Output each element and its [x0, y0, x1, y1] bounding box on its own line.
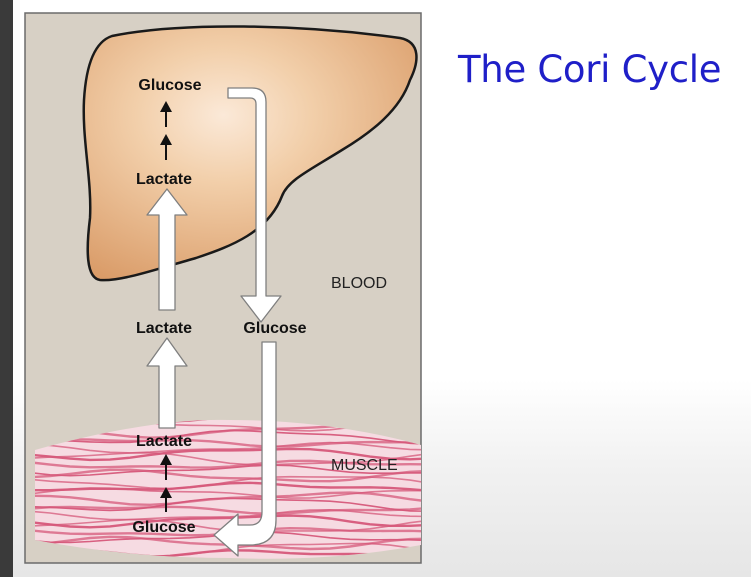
blood-glucose-label: Glucose: [243, 320, 306, 337]
muscle-lactate-label: Lactate: [136, 433, 192, 450]
muscle-glucose-label: Glucose: [132, 519, 195, 536]
muscle-region-label: MUSCLE: [331, 457, 398, 474]
slide-edge: [0, 0, 13, 577]
liver-lactate-label: Lactate: [136, 171, 192, 188]
liver-glucose-label: Glucose: [138, 77, 201, 94]
blood-lactate-label: Lactate: [136, 320, 192, 337]
blood-region-label: BLOOD: [331, 275, 387, 292]
